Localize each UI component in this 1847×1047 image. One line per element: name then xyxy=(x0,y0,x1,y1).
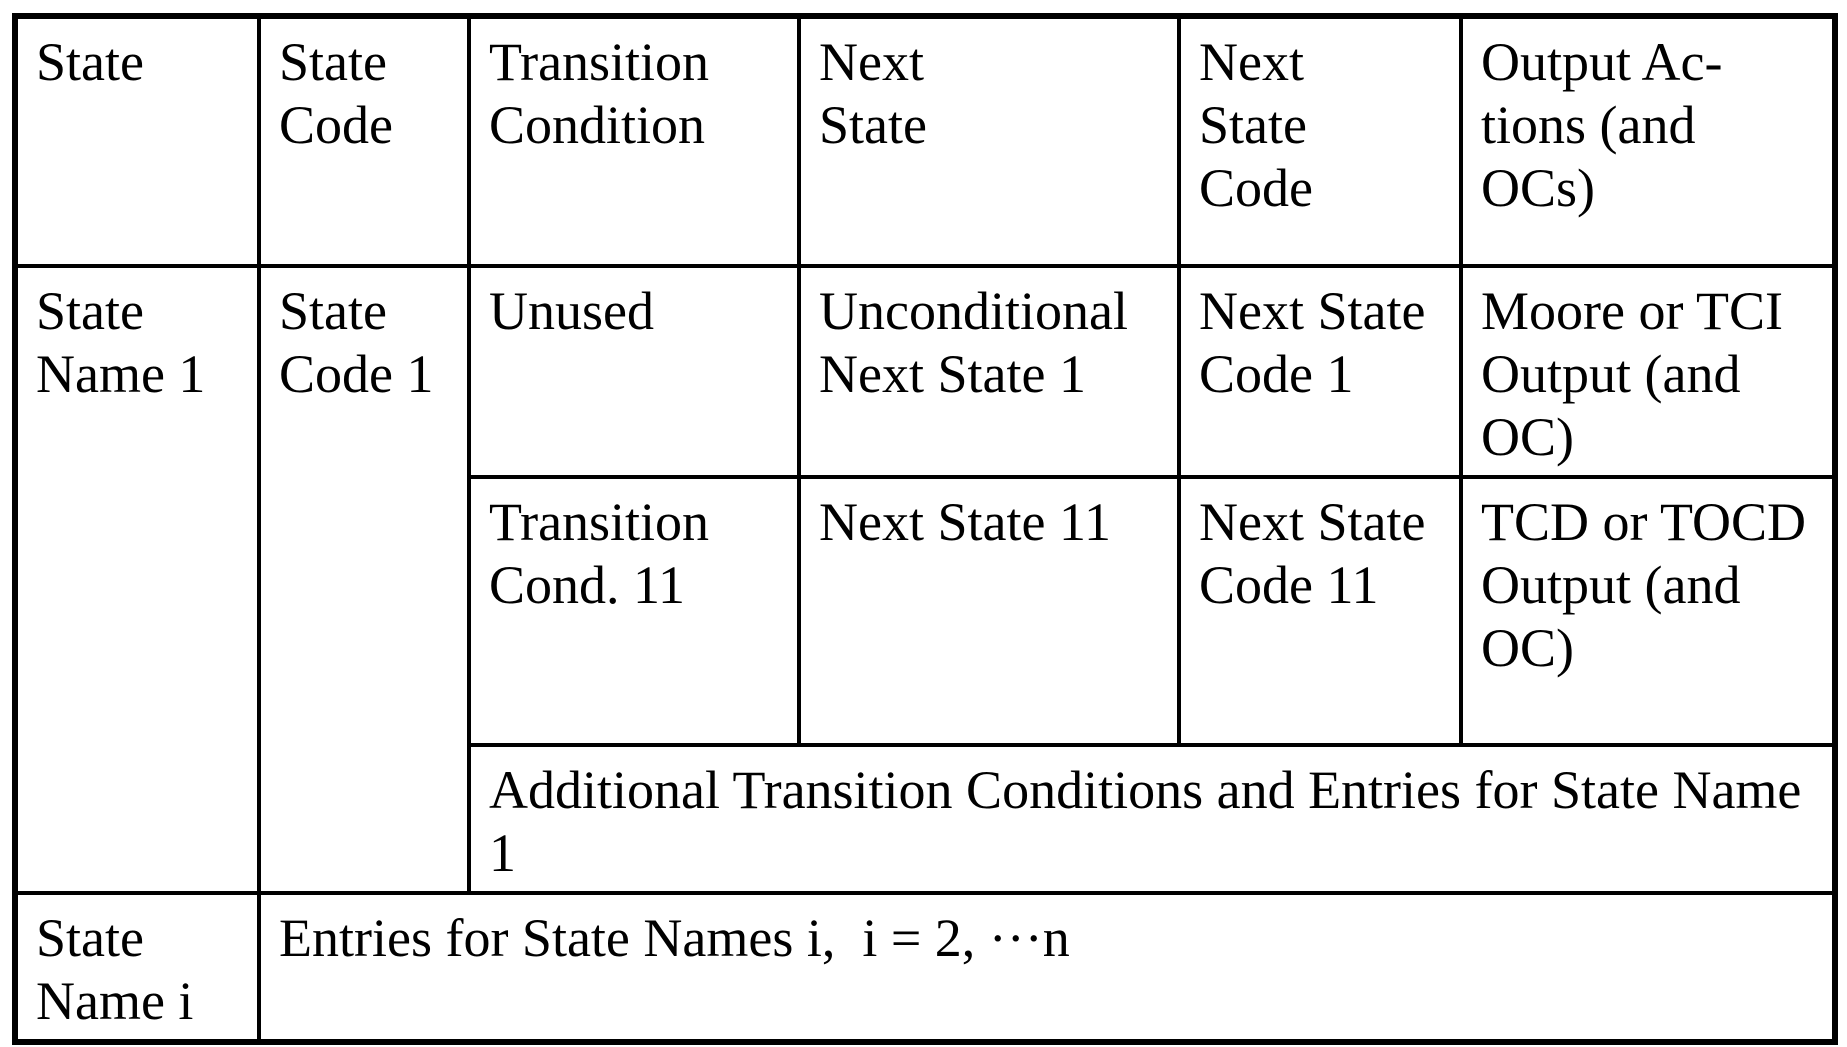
cell-next-state-code-1: Next State Code 1 xyxy=(1177,264,1463,479)
state1-conditional-row: Transition Cond. 11 Next State 11 Next S… xyxy=(15,475,1837,747)
state-transition-table: State State Code Transition Condition Ne… xyxy=(12,13,1838,1045)
column-header-next-state-code: Next State Code xyxy=(1177,14,1463,268)
header-row: State State Code Transition Condition Ne… xyxy=(13,14,1837,268)
cell-next-state-11: Next State 11 xyxy=(797,475,1181,747)
cell-tcd-tocd-output: TCD or TOCD Output (and OC) xyxy=(1459,475,1837,747)
cell-next-state-code-11: Next State Code 11 xyxy=(1177,475,1463,747)
column-header-output-actions: Output Ac- tions (and OCs) xyxy=(1459,14,1837,268)
cell-state-name-i: State Name i xyxy=(13,891,261,1044)
cell-transition-cond-11: Transition Cond. 11 xyxy=(467,475,801,747)
state1-unconditional-row: State Name 1 State Code 1 Unused Uncondi… xyxy=(13,264,1837,895)
column-header-state-code: State Code xyxy=(257,14,471,268)
state1-additional-row: Additional Transition Conditions and Ent… xyxy=(15,743,1837,895)
cell-unconditional-next-state-1: Unconditional Next State 1 xyxy=(797,264,1181,479)
cell-state-code-1: State Code 1 xyxy=(257,264,471,895)
state-i-row: State Name i Entries for State Names i, … xyxy=(13,891,1837,1044)
cell-additional-entries-state1: Additional Transition Conditions and Ent… xyxy=(467,743,1837,895)
cell-state-name-1: State Name 1 xyxy=(13,264,261,895)
cell-moore-tci-output: Moore or TCI Output (and OC) xyxy=(1459,264,1837,479)
column-header-state: State xyxy=(13,14,261,268)
column-header-transition-condition: Transition Condition xyxy=(467,14,801,268)
column-header-next-state: Next State xyxy=(797,14,1181,268)
cell-transition-condition-unused: Unused xyxy=(467,264,801,479)
cell-entries-state-i: Entries for State Names i, i = 2, ···n xyxy=(257,891,1837,1044)
